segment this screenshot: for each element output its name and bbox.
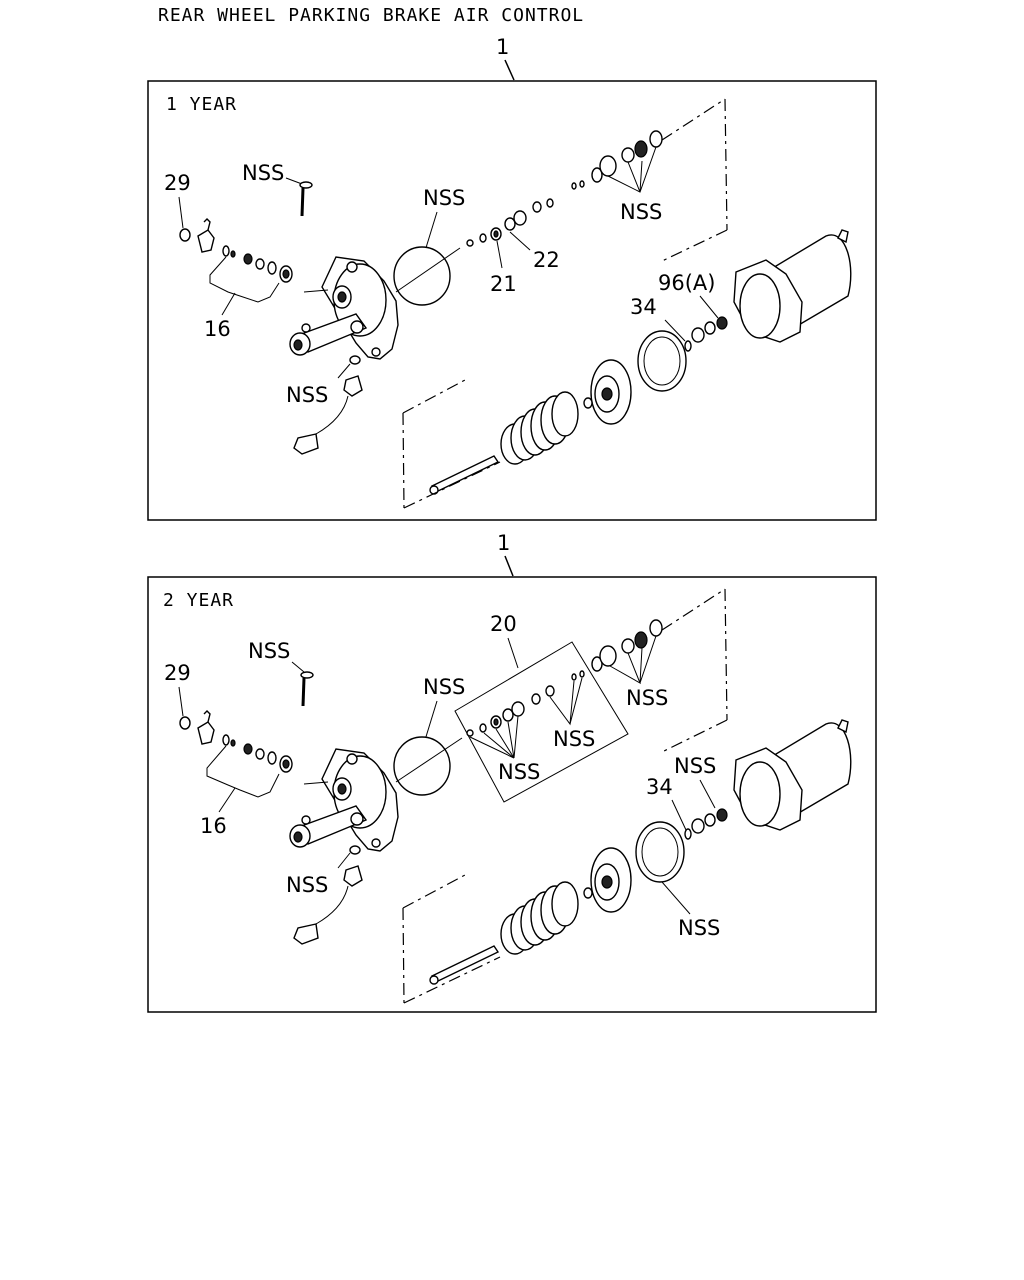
panel-2-year: 1 2 YEAR 29 16 NSS xyxy=(147,531,877,1013)
push-rod xyxy=(429,945,500,985)
callout-21: 21 xyxy=(490,272,517,296)
o-ring-29 xyxy=(179,716,191,730)
callout-nss-switch: NSS xyxy=(286,383,328,407)
panel-1-year: 1 1 YEAR 29 16 NSS xyxy=(147,35,877,521)
spring-chamber xyxy=(733,719,852,831)
seal-kit-16 xyxy=(222,734,293,773)
callout-34: 34 xyxy=(630,295,657,319)
assembly-ref-label: 1 xyxy=(496,35,509,59)
piston xyxy=(590,847,632,913)
valve-body xyxy=(289,256,399,360)
callout-nss-kit-left: NSS xyxy=(498,760,540,784)
callout-22: 22 xyxy=(533,248,560,272)
diaphragm xyxy=(393,736,451,796)
push-rod xyxy=(429,455,500,495)
piston xyxy=(590,359,632,425)
assembly-ref-leader xyxy=(504,59,515,81)
callout-nss-pin: NSS xyxy=(242,161,284,185)
piston-seals xyxy=(591,619,663,672)
callout-nss-pin: NSS xyxy=(248,639,290,663)
return-spring xyxy=(500,881,579,955)
pressure-switch xyxy=(293,375,363,455)
return-spring xyxy=(500,391,579,465)
seal-kit-16 xyxy=(222,245,293,283)
o-ring-29 xyxy=(179,228,191,242)
piston-seal-ring xyxy=(635,821,685,883)
callout-96a: 96(A) xyxy=(658,271,715,295)
pin xyxy=(301,677,306,707)
assembly-ref-label: 1 xyxy=(497,531,510,555)
callout-nss-switch: NSS xyxy=(286,873,328,897)
valve-kit-20-box xyxy=(454,641,629,803)
callout-nss-piston-seal: NSS xyxy=(678,916,720,940)
inlet-fitting xyxy=(197,218,215,253)
callout-20: 20 xyxy=(490,612,517,636)
callout-16: 16 xyxy=(204,317,231,341)
callout-nss-seals: NSS xyxy=(620,200,662,224)
valve-kit-20 xyxy=(466,670,585,737)
callout-nss-diaphragm: NSS xyxy=(423,186,465,210)
variant-label: 2 YEAR xyxy=(163,590,234,611)
diaphragm xyxy=(393,246,451,306)
variant-label: 1 YEAR xyxy=(166,94,237,115)
inlet-fitting xyxy=(197,710,215,745)
panel-frame xyxy=(147,80,877,521)
callout-nss-seals: NSS xyxy=(626,686,668,710)
callout-34: 34 xyxy=(646,775,673,799)
pressure-switch xyxy=(293,865,363,945)
callout-nss-kit-right: NSS xyxy=(553,727,595,751)
piston-seal-ring xyxy=(637,330,687,392)
callout-nss-diaphragm: NSS xyxy=(423,675,465,699)
assembly-ref-leader xyxy=(504,555,514,577)
spring-chamber xyxy=(733,229,852,343)
diagram-title: REAR WHEEL PARKING BRAKE AIR CONTROL xyxy=(158,5,584,26)
valve-body xyxy=(289,748,399,852)
callout-29: 29 xyxy=(164,661,191,685)
valve-parts-21-22 xyxy=(466,180,585,247)
callout-29: 29 xyxy=(164,171,191,195)
callout-16: 16 xyxy=(200,814,227,838)
callout-nss-washer: NSS xyxy=(674,754,716,778)
pin xyxy=(300,187,305,217)
piston-seals xyxy=(591,130,663,183)
panel-frame xyxy=(147,576,877,1013)
